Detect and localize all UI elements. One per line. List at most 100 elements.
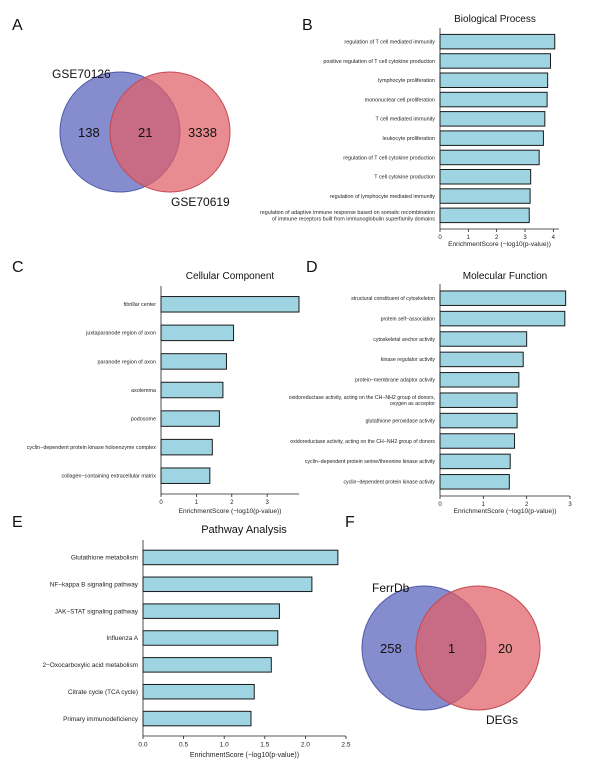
chart-d-x-axis-label: EnrichmentScore (−log10(p-value)) — [454, 508, 557, 515]
chart-e-x-tick-label: 0.0 — [138, 742, 147, 749]
chart-c-title: Cellular Component — [186, 271, 275, 282]
chart-c-bar — [160, 410, 220, 427]
chart-d-bar — [439, 474, 510, 490]
chart-c-bar — [160, 324, 235, 342]
panel-label-a: A — [12, 17, 23, 34]
venn-a-set-left: GSE70126 — [52, 67, 111, 81]
chart-d-category-label: cyclin−dependent protein kinase activity — [343, 480, 435, 486]
panel-label-d: D — [306, 259, 318, 276]
chart-c-category-label: cyclin−dependent protein kinase holoenzy… — [27, 445, 157, 451]
chart-b-bar — [439, 207, 530, 224]
chart-e-bar — [142, 576, 313, 593]
chart-c-x-tick-label: 0 — [159, 500, 163, 506]
chart-d-bar — [439, 372, 520, 388]
chart-c-category-label: podosome — [131, 416, 156, 422]
chart-c-bar — [160, 467, 211, 484]
chart-d-category-label: cytoskeletal anchor activity — [373, 337, 435, 343]
chart-d-category-label: cyclin−dependent protein serine/threonin… — [305, 459, 436, 465]
venn-f-intersection-count: 1 — [448, 641, 455, 656]
chart-e-bar — [142, 683, 255, 700]
chart-e-bar — [142, 549, 339, 566]
chart-d-bar — [439, 453, 511, 470]
chart-b-bar — [439, 91, 548, 108]
panel-label-f: F — [345, 514, 355, 531]
chart-d-category-label: kinase regulator activity — [381, 357, 436, 363]
venn-f-left-count: 258 — [380, 641, 402, 656]
venn-a-set-right: GSE70619 — [171, 195, 230, 209]
chart-d-bar — [439, 392, 518, 408]
chart-d-x-tick-label: 2 — [525, 502, 529, 508]
venn-f-set-left: FerrDb — [372, 581, 410, 595]
chart-b-category-label: leukocyte proliferation — [383, 136, 435, 142]
chart-b-category-label: regulation of lymphocyte mediated immuni… — [330, 194, 435, 200]
panel-label-e: E — [12, 514, 23, 531]
chart-e-bar — [142, 657, 272, 673]
venn-f-right-circle — [415, 585, 541, 711]
chart-b-bar — [439, 149, 540, 166]
chart-b-bar — [439, 169, 532, 185]
chart-b-bar — [439, 33, 556, 50]
chart-e-category-label: Influenza A — [106, 635, 138, 642]
panel-label-c: C — [12, 259, 24, 276]
chart-d-category-label: glutathione peroxidase activity — [366, 418, 436, 424]
venn-a-left-count: 138 — [78, 125, 100, 140]
chart-d-x-tick-label: 3 — [568, 502, 572, 508]
venn-a-right-circle — [109, 71, 231, 193]
chart-b-x-axis-label: EnrichmentScore (−log10(p-value)) — [448, 241, 551, 248]
chart-e-x-axis-label: EnrichmentScore (−log10(p-value)) — [190, 752, 299, 759]
chart-c-category-label: paranode region of axon — [98, 359, 156, 365]
chart-c-category-label: fibrillar center — [124, 302, 157, 308]
venn-a: GSE70126 GSE70619 138 21 3338 — [52, 67, 231, 209]
chart-b-x-tick-label: 0 — [438, 235, 442, 241]
chart-d-category-label: protein−membrane adaptor activity — [355, 378, 435, 384]
chart-e-x-tick-label: 1.0 — [220, 742, 229, 749]
chart-b-x-tick-label: 1 — [467, 235, 471, 241]
chart-e-x-tick-label: 2.5 — [341, 742, 350, 749]
chart-d-category-label: protein self−association — [381, 316, 435, 322]
bar-chart-biological-process: Biological Process regulation of T cell m… — [260, 14, 559, 248]
venn-f-set-right: DEGs — [486, 713, 518, 727]
chart-b-bar — [439, 188, 531, 204]
chart-b-bar — [439, 72, 549, 88]
chart-b-category-label: regulation of T cell mediated immunity — [344, 40, 435, 46]
chart-b-category-label: positive regulation of T cell cytokine p… — [323, 59, 435, 65]
chart-c-x-tick-label: 2 — [230, 500, 234, 506]
chart-b-category-label: regulation of T cell cytokine production — [343, 155, 435, 161]
chart-c-bar — [160, 438, 213, 456]
chart-e-title: Pathway Analysis — [201, 524, 287, 536]
chart-e-category-label: JAK−STAT signaling pathway — [55, 608, 139, 615]
chart-d-bar — [439, 331, 528, 347]
chart-d-bar — [439, 310, 566, 327]
chart-c-category-label: axolemma — [131, 388, 156, 394]
chart-e-category-label: Citrate cycle (TCA cycle) — [68, 689, 138, 696]
venn-f-right-count: 20 — [498, 641, 512, 656]
chart-e-category-label: 2−Oxocarboxylic acid metabolism — [43, 662, 138, 669]
panel-label-b: B — [302, 17, 313, 34]
chart-b-category-label: lymphocyte proliferation — [378, 78, 435, 84]
chart-d-title: Molecular Function — [463, 271, 547, 282]
venn-a-right-count: 3338 — [188, 125, 217, 140]
chart-e-x-tick-label: 0.5 — [179, 742, 188, 749]
chart-c-x-tick-label: 1 — [195, 500, 199, 506]
chart-b-x-tick-label: 2 — [495, 235, 499, 241]
chart-b-category-label: mononuclear cell proliferation — [365, 97, 435, 103]
chart-e-bar — [142, 710, 252, 727]
chart-b-title: Biological Process — [454, 14, 536, 25]
chart-d-bar — [439, 290, 567, 306]
chart-d-bar — [439, 412, 518, 429]
chart-e-category-label: NF−kappa B signaling pathway — [50, 582, 139, 589]
chart-c-bar — [160, 353, 227, 370]
venn-f: FerrDb DEGs 258 1 20 — [361, 581, 541, 727]
chart-b-x-tick-label: 4 — [552, 235, 556, 241]
chart-c-x-axis-label: EnrichmentScore (−log10(p-value)) — [179, 508, 282, 515]
venn-a-intersection-count: 21 — [138, 125, 152, 140]
chart-d-x-tick-label: 0 — [438, 502, 442, 508]
chart-b-bar — [439, 53, 551, 69]
chart-d-x-tick-label: 1 — [482, 502, 486, 508]
chart-b-category-label: T cell cytokine production — [374, 175, 435, 181]
chart-b-category-label: regulation of adaptive immune response b… — [260, 210, 435, 222]
chart-e-bar — [142, 630, 279, 646]
